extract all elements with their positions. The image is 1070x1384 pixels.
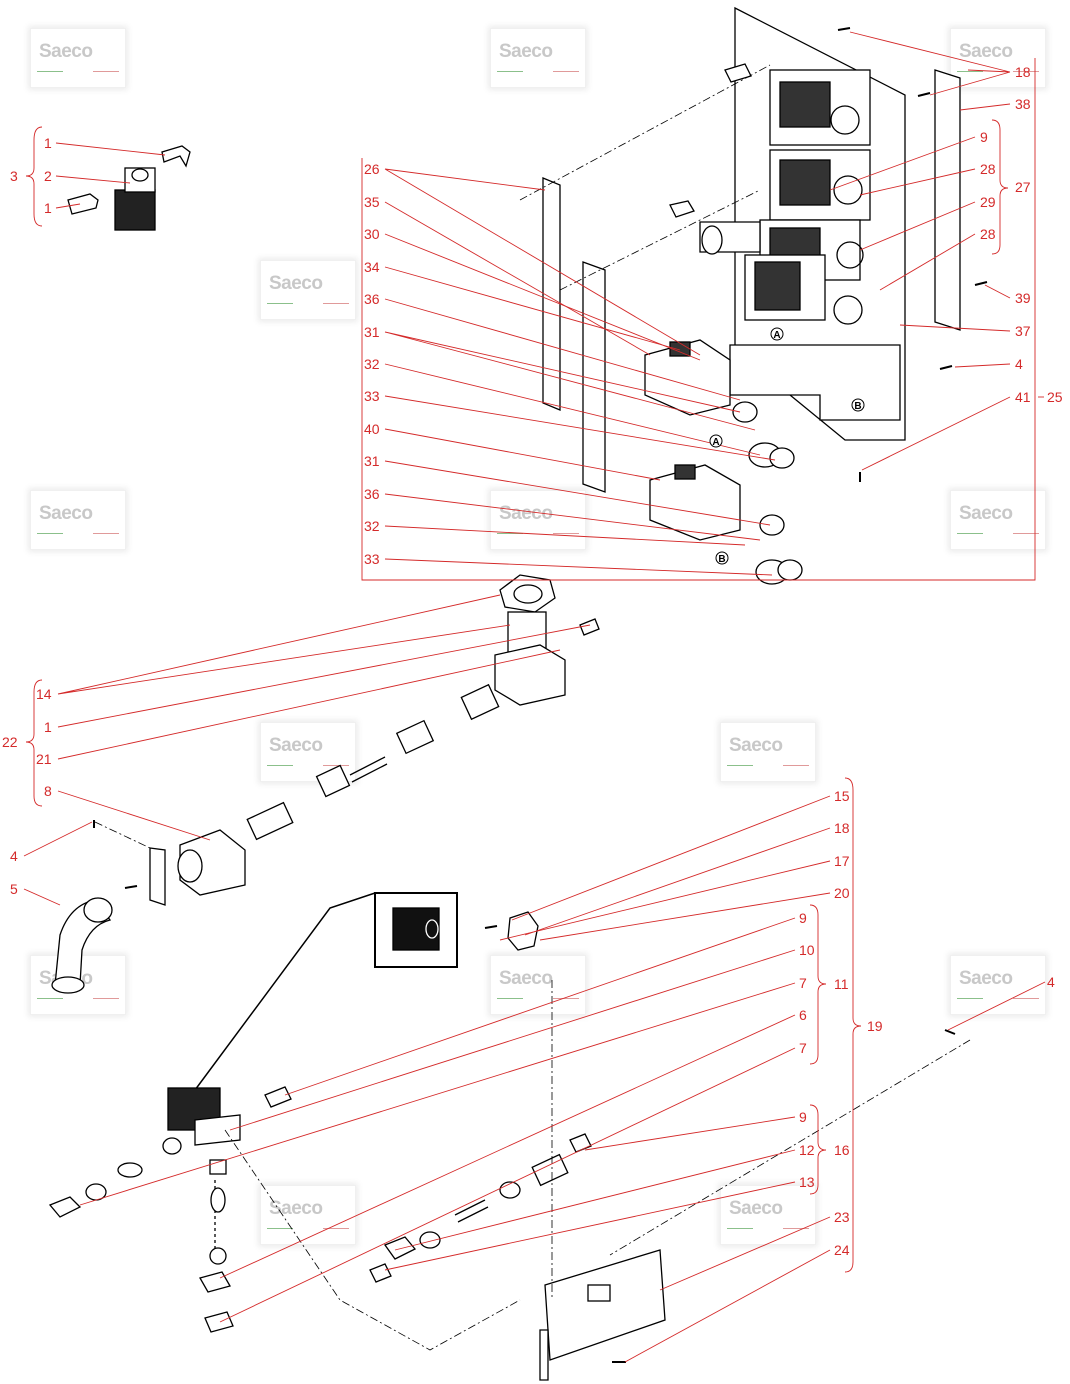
callout-label: 3: [10, 168, 18, 184]
callout-label: 11: [834, 976, 849, 992]
connector-inset: [194, 892, 458, 1091]
saeco-watermark: Saeco: [490, 28, 586, 88]
bracket-26a: [542, 177, 561, 411]
callout-label: 9: [799, 910, 807, 926]
callout-label: 9: [980, 129, 988, 145]
solenoid-valve-3: [67, 145, 191, 231]
flowmeter-upper: [644, 339, 795, 469]
callout-label: 9: [799, 1109, 807, 1125]
callout-label: 7: [799, 1040, 807, 1056]
callout-label: 41: [1015, 389, 1031, 405]
part-drawings: [48, 6, 988, 1381]
callout-label: 18: [834, 820, 850, 836]
callout-label: 39: [1015, 290, 1031, 306]
callout-lines: [23, 31, 1046, 1363]
callout-label: 14: [36, 686, 52, 702]
callout-label: 15: [834, 788, 850, 804]
callout-label: 2: [44, 168, 52, 184]
saeco-watermark: Saeco: [260, 260, 356, 320]
callout-label: 31: [364, 453, 380, 469]
callout-label: 21: [36, 751, 52, 767]
callout-label: 38: [1015, 96, 1031, 112]
callout-numbers: 1 2 1 3 26 35 30 34 36 31 32 33 40 31 36…: [2, 64, 1063, 1258]
saeco-watermark: Saeco: [490, 490, 586, 550]
marker-a: A: [712, 437, 719, 448]
callout-label: 20: [834, 885, 850, 901]
callout-label: 1: [44, 200, 52, 216]
marker-a: A: [773, 330, 780, 341]
callout-label: 18: [1015, 64, 1031, 80]
saeco-watermark: Saeco: [30, 28, 126, 88]
bracket-17: [507, 911, 539, 951]
callout-label: 34: [364, 259, 380, 275]
callout-label: 28: [980, 226, 996, 242]
saeco-watermark: Saeco: [950, 490, 1046, 550]
flowmeter-lower: [649, 464, 803, 585]
callout-label: 1: [44, 135, 52, 151]
callout-label: 10: [799, 942, 815, 958]
saeco-watermark: Saeco: [30, 490, 126, 550]
marker-b: B: [854, 401, 861, 412]
callout-label: 8: [44, 783, 52, 799]
callout-label: 4: [1047, 974, 1055, 990]
callout-label: 32: [364, 356, 380, 372]
callout-label: 36: [364, 291, 380, 307]
callout-label: 1: [44, 719, 52, 735]
solenoid-valve-19: [48, 1086, 292, 1333]
callout-label: 7: [799, 975, 807, 991]
callout-label: 32: [364, 518, 380, 534]
callout-label: 16: [834, 1142, 850, 1158]
callout-label: 13: [799, 1174, 815, 1190]
saeco-watermark: Saeco: [720, 722, 816, 782]
center-lines: [94, 64, 971, 1351]
saeco-watermark: Saeco: [260, 1185, 356, 1245]
callout-label: 37: [1015, 323, 1031, 339]
callout-label: 29: [980, 194, 996, 210]
callout-label: 12: [799, 1142, 815, 1158]
callout-label: 36: [364, 486, 380, 502]
valve-parts-16: [369, 1133, 592, 1283]
callout-label: 19: [867, 1018, 883, 1034]
callout-label: 27: [1015, 179, 1031, 195]
callout-label: 30: [364, 226, 380, 242]
saeco-watermark: Saeco: [950, 28, 1046, 88]
callout-label: 5: [10, 881, 18, 897]
callout-label: 24: [834, 1242, 850, 1258]
mounting-plate-23: [544, 1249, 666, 1361]
callout-label: 6: [799, 1007, 807, 1023]
callout-label: 31: [364, 324, 380, 340]
marker-b: B: [718, 554, 725, 565]
callout-label: 40: [364, 421, 380, 437]
check-valve-assembly-22: [149, 574, 600, 906]
callout-label: 22: [2, 734, 18, 750]
callout-label: 33: [364, 551, 380, 567]
callout-label: 17: [834, 853, 850, 869]
callout-label: 23: [834, 1209, 850, 1225]
callout-label: 28: [980, 161, 996, 177]
callout-label: 4: [10, 848, 18, 864]
callout-label: 33: [364, 388, 380, 404]
callout-label: 26: [364, 161, 380, 177]
saeco-watermark: Saeco: [490, 955, 586, 1015]
callout-label: 25: [1047, 389, 1063, 405]
solenoid-block-25: [669, 6, 961, 441]
elbow-fitting-5: [51, 897, 113, 994]
reference-markers: A B A B: [709, 327, 865, 565]
callout-label: 35: [364, 194, 380, 210]
callout-label: 4: [1015, 356, 1023, 372]
